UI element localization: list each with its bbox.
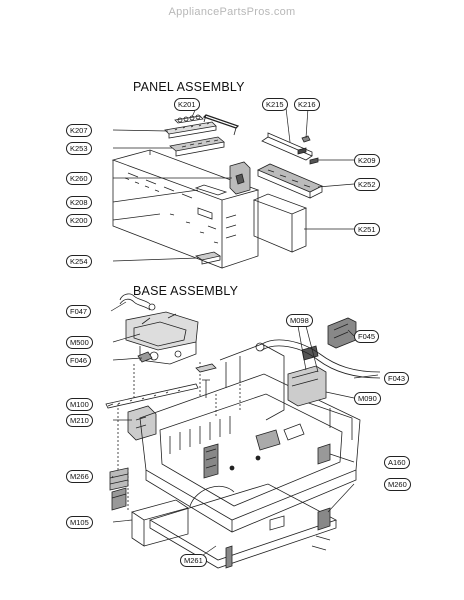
k260-part (229, 161, 251, 195)
callout-k201: K201 (174, 98, 200, 111)
m266-part (109, 467, 129, 511)
callout-k208: K208 (66, 196, 92, 209)
f043-part (255, 339, 381, 379)
k200-panel (111, 149, 260, 269)
callout-k207: K207 (66, 124, 92, 137)
callout-m266: M266 (66, 470, 93, 483)
callout-k209: K209 (354, 154, 380, 167)
f045-part (327, 317, 357, 349)
callout-k254: K254 (66, 255, 92, 268)
leader-lines (107, 107, 379, 561)
m260-part (311, 535, 331, 551)
f047-part (119, 293, 156, 311)
callout-m260: M260 (384, 478, 411, 491)
k201-part (174, 114, 240, 136)
callout-k253: K253 (66, 142, 92, 155)
k251-part (252, 193, 308, 253)
base-tub (139, 343, 361, 533)
callout-m210: M210 (66, 414, 93, 427)
callout-k215: K215 (262, 98, 288, 111)
k215-k216-parts (261, 132, 319, 165)
guide-lines (117, 362, 241, 512)
k208-part (194, 184, 228, 196)
callout-m261: M261 (180, 554, 207, 567)
callout-m500: M500 (66, 336, 93, 349)
callout-k216: K216 (294, 98, 320, 111)
callout-m098: M098 (286, 314, 313, 327)
m105-part (131, 499, 189, 547)
panel-assembly-title: PANEL ASSEMBLY (133, 80, 245, 94)
k252-part (257, 163, 323, 199)
base-assembly-title: BASE ASSEMBLY (133, 284, 239, 298)
m100-part (105, 383, 199, 409)
k207-part (164, 121, 217, 139)
callout-m100: M100 (66, 398, 93, 411)
callout-m105: M105 (66, 516, 93, 529)
callout-k260: K260 (66, 172, 92, 185)
f046-part (137, 351, 153, 363)
m261-part (149, 483, 338, 569)
callout-f045: F045 (354, 330, 380, 343)
callout-k251: K251 (354, 223, 380, 236)
callout-f047: F047 (66, 305, 92, 318)
a160-part (317, 443, 331, 465)
callout-m090: M090 (354, 392, 381, 405)
callout-k252: K252 (354, 178, 380, 191)
callout-f043: F043 (384, 372, 410, 385)
callout-a160: A160 (384, 456, 410, 469)
callout-f046: F046 (66, 354, 92, 367)
callout-k200: K200 (66, 214, 92, 227)
screw-parts (195, 363, 217, 398)
k254-part (194, 251, 222, 265)
leg-part (203, 443, 219, 479)
watermark: AppliancePartsPros.com (168, 6, 296, 18)
m090-part (287, 345, 327, 407)
k253-part (169, 136, 225, 157)
m500-part (125, 311, 199, 365)
